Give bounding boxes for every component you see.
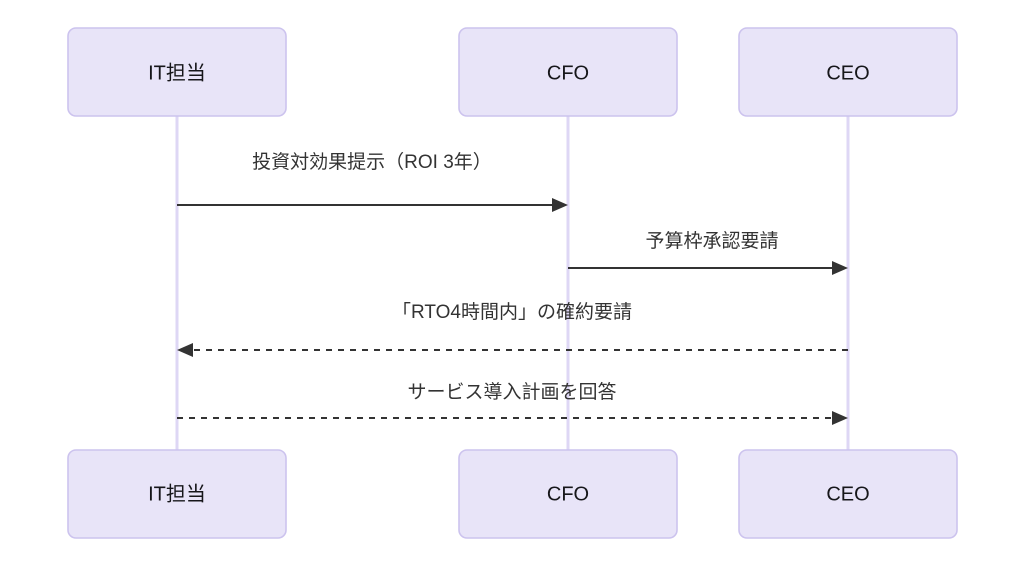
- participant-label-cfo-bottom: CFO: [547, 483, 589, 505]
- participant-box-cfo-bottom[interactable]: [458, 449, 678, 539]
- message-2-group: 予算枠承認要請: [568, 230, 848, 275]
- message-4-label: サービス導入計画を回答: [407, 381, 616, 403]
- participant-label-ceo-bottom: CEO: [826, 483, 869, 505]
- participant-boxes-bottom: IT担当 CFO CEO: [67, 449, 958, 539]
- message-4-arrowhead-right-icon: [832, 411, 848, 425]
- message-1-label: 投資対効果提示（ROI 3年）: [252, 151, 492, 173]
- message-3-group: 「RTO4時間内」の確約要請: [177, 301, 848, 357]
- participant-box-ceo-bottom[interactable]: [738, 449, 958, 539]
- message-1-arrowhead-right-icon: [552, 198, 568, 212]
- lifelines-group: [175, 116, 850, 452]
- message-3-arrowhead-left-icon: [177, 343, 193, 357]
- message-3-label: 「RTO4時間内」の確約要請: [392, 301, 632, 323]
- participant-box-it-top[interactable]: [67, 27, 287, 117]
- participant-label-cfo-top: CFO: [547, 62, 589, 84]
- message-1-group: 投資対効果提示（ROI 3年）: [177, 151, 568, 212]
- participant-box-it-bottom[interactable]: [67, 449, 287, 539]
- participant-label-it-bottom: IT担当: [148, 482, 206, 505]
- participant-label-ceo-top: CEO: [826, 62, 869, 84]
- message-2-arrowhead-right-icon: [832, 261, 848, 275]
- participant-box-cfo-top[interactable]: [458, 27, 678, 117]
- participant-boxes-top: IT担当 CFO CEO: [67, 27, 958, 117]
- message-2-label: 予算枠承認要請: [645, 230, 778, 252]
- message-4-group: サービス導入計画を回答: [177, 381, 848, 425]
- participant-box-ceo-top[interactable]: [738, 27, 958, 117]
- participant-label-it-top: IT担当: [148, 61, 206, 84]
